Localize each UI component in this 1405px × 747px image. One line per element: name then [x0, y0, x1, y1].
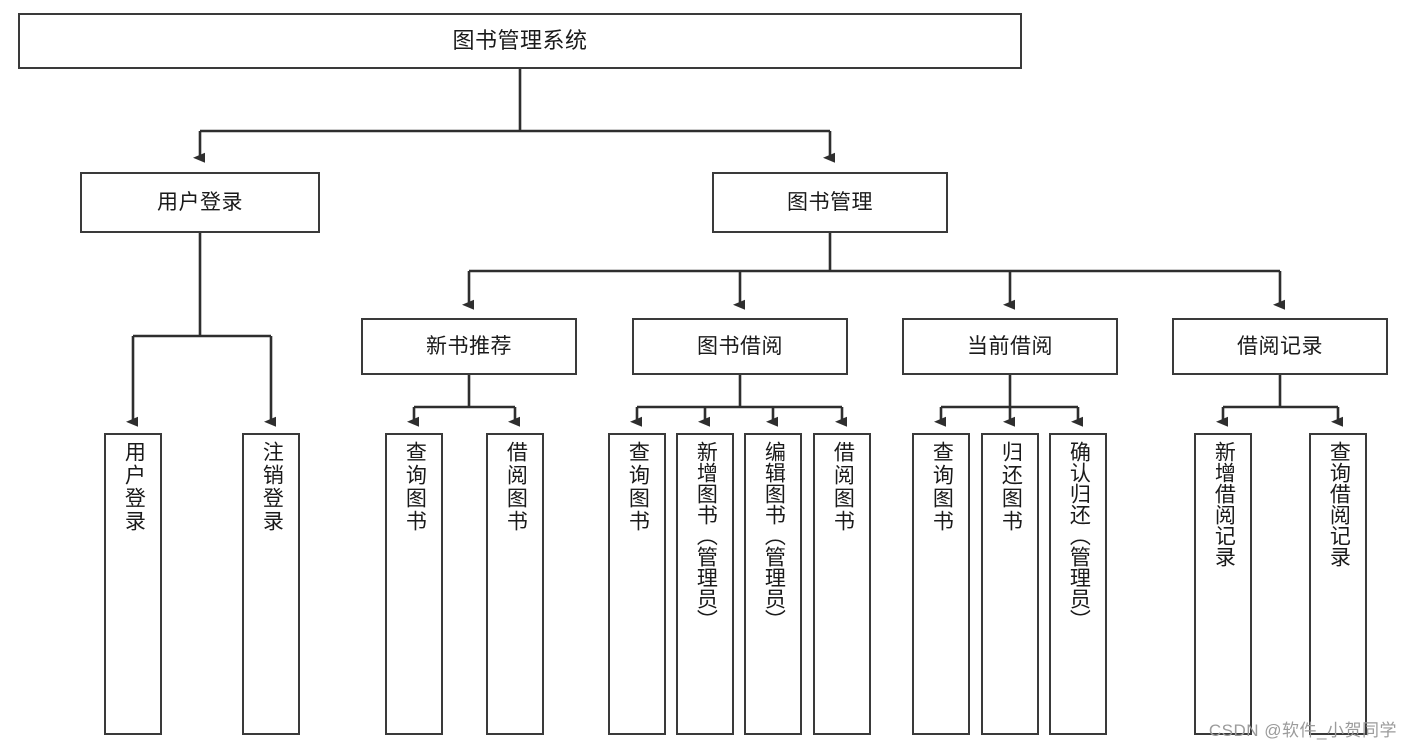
node-new-book-recommend[interactable]: 新书推荐	[361, 318, 577, 375]
node-user-login[interactable]: 用户登录	[80, 172, 320, 233]
node-label: 查询图书	[626, 441, 650, 533]
leaf-add-book[interactable]: 新增图书（管理员）	[676, 433, 734, 735]
leaf-borrow-book[interactable]: 借阅图书	[813, 433, 871, 735]
node-book-management[interactable]: 图书管理	[712, 172, 948, 233]
leaf-return-book[interactable]: 归还图书	[981, 433, 1039, 735]
node-label: 图书管理	[787, 190, 873, 214]
node-label: 当前借阅	[967, 334, 1053, 358]
leaf-logout-login[interactable]: 注销登录	[242, 433, 300, 735]
node-label: 借阅图书	[831, 441, 855, 533]
node-label: 新增图书（管理员）	[694, 441, 718, 630]
node-label: 图书管理系统	[452, 28, 588, 54]
leaf-edit-book[interactable]: 编辑图书（管理员）	[744, 433, 802, 735]
node-borrow-record[interactable]: 借阅记录	[1172, 318, 1388, 375]
leaf-add-borrow-record[interactable]: 新增借阅记录	[1194, 433, 1252, 735]
node-label: 查询借阅记录	[1327, 441, 1351, 567]
csdn-watermark: CSDN @软件_小贺同学	[1208, 721, 1397, 740]
node-label: 编辑图书（管理员）	[762, 441, 786, 630]
leaf-query-book-current[interactable]: 查询图书	[912, 433, 970, 735]
node-label: 图书借阅	[697, 334, 783, 358]
node-label: 借阅图书	[504, 441, 528, 533]
node-book-borrow[interactable]: 图书借阅	[632, 318, 848, 375]
leaf-user-login[interactable]: 用户登录	[104, 433, 162, 735]
node-root-system[interactable]: 图书管理系统	[18, 13, 1022, 69]
leaf-query-book-borrow[interactable]: 查询图书	[608, 433, 666, 735]
node-current-borrow[interactable]: 当前借阅	[902, 318, 1118, 375]
leaf-query-book-recommend[interactable]: 查询图书	[385, 433, 443, 735]
leaf-borrow-book-recommend[interactable]: 借阅图书	[486, 433, 544, 735]
node-label: 注销登录	[260, 441, 284, 533]
node-label: 用户登录	[157, 190, 243, 214]
node-label: 用户登录	[122, 441, 146, 533]
node-label: 查询图书	[403, 441, 427, 533]
node-label: 查询图书	[930, 441, 954, 533]
node-label: 新增借阅记录	[1212, 441, 1236, 567]
node-label: 借阅记录	[1237, 334, 1323, 358]
leaf-query-borrow-record[interactable]: 查询借阅记录	[1309, 433, 1367, 735]
node-label: 归还图书	[999, 441, 1023, 533]
node-label: 新书推荐	[426, 334, 512, 358]
node-label: 确认归还（管理员）	[1067, 441, 1091, 630]
leaf-confirm-return[interactable]: 确认归还（管理员）	[1049, 433, 1107, 735]
